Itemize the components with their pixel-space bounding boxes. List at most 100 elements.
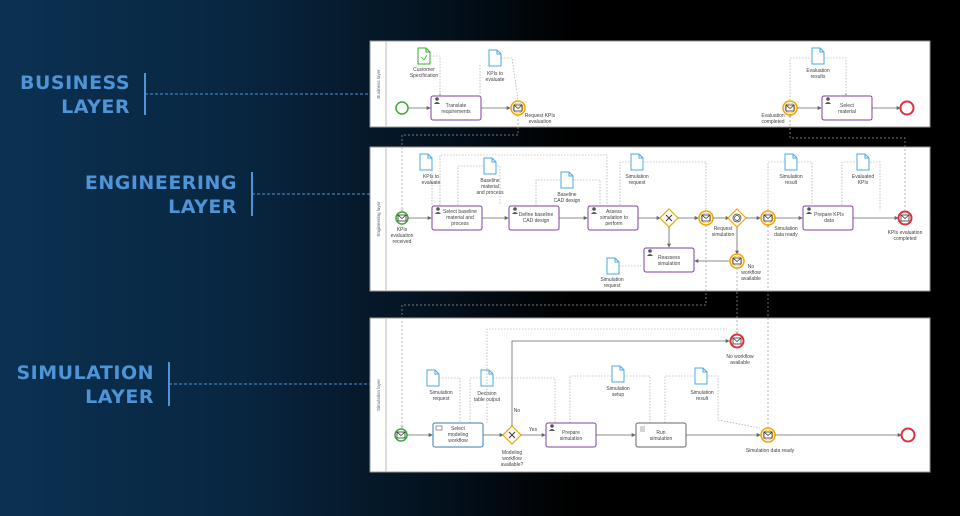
decision-table-label-2: table output <box>474 397 501 403</box>
eng-sim-request-label: Simulation <box>625 174 649 180</box>
run-simulation-label-2: simulation <box>650 436 673 442</box>
evaluation-completed-label-2: completed <box>761 119 784 125</box>
prepare-simulation-label-2: simulation <box>560 436 583 442</box>
simulation-layer-line2: LAYER <box>85 386 154 408</box>
assess-label: Assess <box>606 209 623 215</box>
evaluated-kpis-label-2: KPIs <box>858 180 869 186</box>
reassess-simulation-task[interactable] <box>643 247 695 273</box>
sim-result-label-2: result <box>696 396 709 402</box>
simulation-end-event[interactable] <box>900 427 916 443</box>
evaluation-completed-label: Evaluation <box>761 113 785 119</box>
eng-sim-request-bottom-label-2: request <box>604 283 621 289</box>
kpis-to-evaluate-document-icon <box>488 49 502 67</box>
eng-sim-result-label: Simulation <box>779 174 803 180</box>
simulation-layer-label: SIMULATION LAYER <box>10 361 154 409</box>
eng-sim-request-label-2: request <box>629 180 646 186</box>
prepare-kpis-label-2: data <box>824 218 834 224</box>
kpis-received-label-2: evaluation <box>391 233 414 239</box>
eng-sim-request-bottom-label: Simulation <box>600 277 624 283</box>
select-modeling-label-3: workflow <box>448 438 468 444</box>
sim-setup-label: Simulation <box>606 386 630 392</box>
select-modeling-label: Select <box>451 426 466 432</box>
define-baseline-label: Define baseline <box>519 212 554 218</box>
sim-result-label: Simulation <box>690 390 714 396</box>
sim-no-workflow-label: No workflow <box>726 354 754 360</box>
prepare-simulation-label: Prepare <box>562 430 580 436</box>
define-baseline-label-2: CAD design <box>523 218 550 224</box>
customer-spec-label: Customer <box>413 67 435 73</box>
eng-sim-data-ready-label-2: data ready <box>774 232 798 238</box>
business-lane-label: Business layer <box>376 69 381 99</box>
modeling-available-label-2: workflow <box>502 456 522 462</box>
modeling-available-label-3: available? <box>501 462 524 468</box>
no-workflow-label-3: available <box>741 276 761 282</box>
engineering-layer-line2: LAYER <box>168 196 237 218</box>
select-baseline-label: Select baseline <box>443 209 477 215</box>
evaluated-kpis-doc-icon <box>856 153 870 171</box>
business-layer-label: BUSINESS LAYER <box>20 71 130 119</box>
engineering-lane-label: Engineering layer <box>376 201 381 237</box>
no-workflow-label: No <box>748 264 755 270</box>
simulation-layer-line1: SIMULATION <box>16 362 154 384</box>
evaluation-results-label: Evaluation <box>806 68 830 74</box>
translate-task-label-2: requirements <box>441 109 471 115</box>
no-workflow-label-2: workflow <box>741 270 761 276</box>
eng-sim-request-bottom-doc-icon <box>606 257 620 275</box>
eng-sim-result-label-2: result <box>785 180 798 186</box>
business-kpis-label: KPIs to <box>487 71 503 77</box>
baseline-material-doc-icon <box>483 157 497 175</box>
business-start-event[interactable] <box>395 101 409 115</box>
yes-branch-label: Yes <box>529 427 538 433</box>
kpis-completed-label-2: completed <box>893 236 916 242</box>
eng-kpis-doc-icon <box>419 153 433 171</box>
eng-sim-request-doc-icon <box>630 153 644 171</box>
business-layer-line2: LAYER <box>61 96 130 118</box>
prepare-kpis-label: Prepare KPIs <box>814 212 844 218</box>
sim-data-ready-label: Simulation data ready <box>746 448 795 454</box>
sim-result-doc-icon <box>694 367 708 385</box>
request-kpis-label-2: evaluation <box>529 119 552 125</box>
simulation-lane-label: Simulation layer <box>376 378 381 411</box>
select-baseline-label-2: material and <box>446 215 474 221</box>
business-end-event[interactable] <box>899 100 915 116</box>
baseline-material-label-3: and process <box>476 190 504 196</box>
decision-table-label: Decision <box>477 391 496 397</box>
sim-setup-doc-icon <box>611 365 625 383</box>
sim-request-doc-icon <box>426 369 440 387</box>
reassess-label: Reassess <box>658 255 680 261</box>
assess-label-3: perform <box>605 221 622 227</box>
business-layer-line1: BUSINESS <box>20 72 131 94</box>
no-branch-label: No <box>514 408 521 414</box>
sim-setup-label-2: setup <box>612 392 624 398</box>
script-icon <box>640 426 645 432</box>
baseline-cad-label-2: CAD design <box>554 198 581 204</box>
sim-no-workflow-label-2: available <box>730 360 750 366</box>
baseline-cad-doc-icon <box>560 171 574 189</box>
customer-spec-label-2: Specification <box>410 73 439 79</box>
evaluated-kpis-label: Evaluated <box>852 174 874 180</box>
eng-sim-result-doc-icon <box>784 153 798 171</box>
select-baseline-label-3: process <box>451 221 469 227</box>
select-modeling-label-2: modeling <box>448 432 469 438</box>
customer-spec-document-icon <box>417 47 431 65</box>
request-simulation-label: Request <box>714 226 733 232</box>
run-simulation-label: Run <box>656 430 665 436</box>
kpis-completed-label: KPIs evaluation <box>888 230 923 236</box>
select-material-label-2: material <box>838 109 856 115</box>
evaluation-results-document-icon <box>811 47 825 65</box>
engineering-layer-line1: ENGINEERING <box>84 172 237 194</box>
business-kpis-label-2: evaluate <box>486 77 505 83</box>
reassess-label-2: simulation <box>658 261 681 267</box>
kpis-received-label-3: received <box>393 239 412 245</box>
baseline-material-label-2: material <box>481 184 499 190</box>
request-kpis-label: Request KPIs <box>525 113 556 119</box>
request-simulation-label-2: simulation <box>712 232 735 238</box>
engineering-layer-label: ENGINEERING LAYER <box>60 171 237 219</box>
translate-task-label: Translate <box>446 103 467 109</box>
business-rule-icon <box>435 425 443 431</box>
select-material-label: Select <box>840 103 855 109</box>
sim-request-label: Simulation <box>429 390 453 396</box>
eng-sim-data-ready-label: Simulation <box>774 226 798 232</box>
sim-request-label-2: request <box>433 396 450 402</box>
